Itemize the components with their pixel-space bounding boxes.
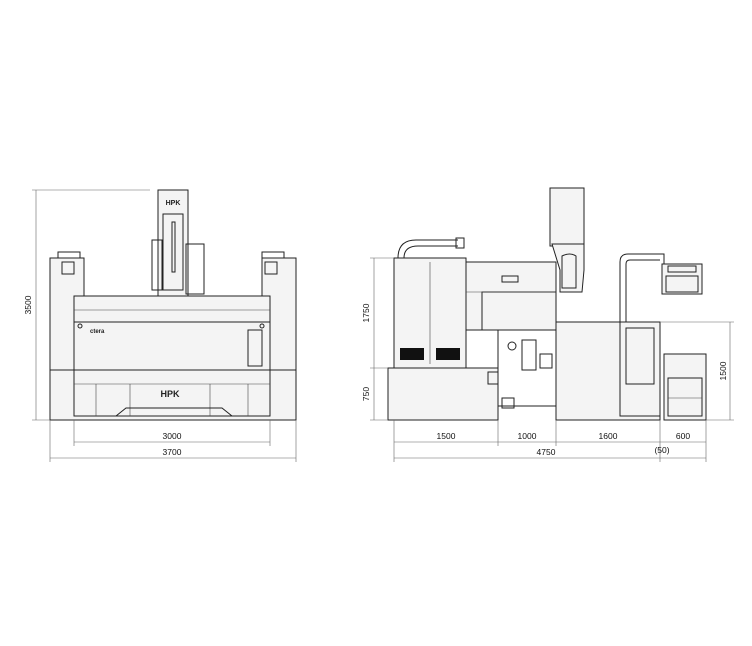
work-tank (49, 369, 297, 421)
front-body (73, 321, 271, 373)
column-window (162, 213, 184, 291)
left-tower-cap (57, 251, 81, 259)
tank-window (625, 327, 655, 385)
tank-front (73, 369, 271, 417)
dim-seg-3-label: 1600 (599, 431, 618, 441)
right-tower-box (264, 261, 278, 275)
control-strip (247, 329, 263, 367)
left-tower-box (61, 261, 75, 275)
right-tower-cap (261, 251, 285, 259)
column-label-plate (501, 275, 519, 283)
head-unit (549, 187, 585, 247)
pipe-joint (455, 237, 465, 249)
base-side-box (487, 371, 499, 385)
monitor-arm (619, 253, 665, 322)
column-logo: HPK (166, 200, 181, 207)
dim-seg-2-label: 1000 (518, 431, 537, 441)
upper-pipe (397, 239, 458, 259)
monitor (661, 263, 703, 295)
right-bolt (259, 323, 265, 329)
dim-lower-height-label: 750 (361, 387, 371, 401)
cart-door (667, 377, 703, 417)
head-opening (561, 253, 577, 289)
right-vent (436, 348, 460, 360)
dim-offset-label: (50) (654, 445, 669, 455)
column-side-left (151, 239, 163, 291)
monitor-strip (667, 265, 697, 273)
dim-overall-side-label: 4750 (537, 447, 556, 457)
head-neck (551, 243, 585, 293)
work-tank-side (555, 321, 661, 421)
dim-seg-1-label: 1500 (437, 431, 456, 441)
dim-right-height-label: 1500 (718, 361, 728, 380)
side-view: 1750 750 1500 1500 1000 1600 600 4750 (5… (361, 187, 734, 462)
tank-foot (115, 407, 233, 417)
dim-overall-width-label: 3700 (163, 447, 182, 457)
side-cart (663, 353, 707, 421)
brand-label: ctera (90, 329, 105, 335)
work-box (539, 353, 553, 369)
base-logo: HPK (160, 389, 180, 399)
upper-pipe-inner (403, 245, 458, 259)
column-side-right (185, 243, 205, 295)
work-fixture (521, 339, 537, 371)
machine-column (465, 261, 557, 331)
column-slot (171, 221, 176, 273)
dim-seg-4-label: 600 (676, 431, 690, 441)
dim-inner-width-label: 3000 (163, 431, 182, 441)
dim-upper-height-label: 1750 (361, 303, 371, 322)
tank-door (619, 321, 661, 417)
left-bolt (77, 323, 83, 329)
monitor-arm-inner (625, 259, 660, 322)
work-dial (507, 341, 517, 351)
dim-height-label: 3500 (23, 295, 33, 314)
cross-beam (73, 295, 271, 323)
front-view: HPK ctera HPK 3500 3000 (23, 189, 297, 462)
monitor-screen (665, 275, 699, 293)
pedal (501, 397, 515, 409)
left-vent (400, 348, 424, 360)
lower-base (387, 367, 499, 421)
